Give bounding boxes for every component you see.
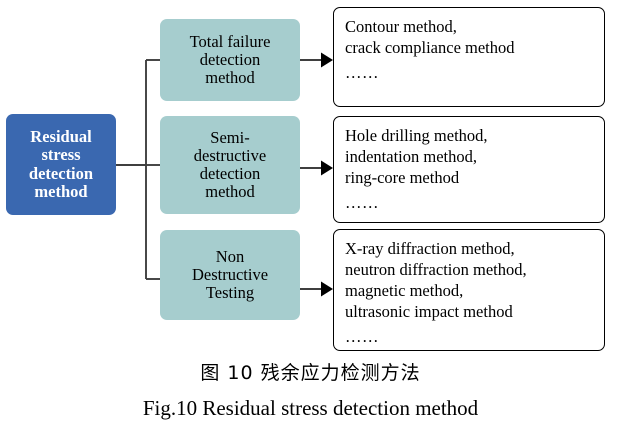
node-detail-non-destructive-methods: X-ray diffraction method, neutron diffra… [333, 229, 605, 351]
node-detail-total-failure-methods: Contour method, crack compliance method … [333, 7, 605, 107]
node-detail-total-failure-methods-text: Contour method, crack compliance method … [345, 17, 515, 83]
node-root-residual-stress-detection-method: Residual stress detection method [6, 114, 116, 215]
figure-caption-english: Fig.10 Residual stress detection method [142, 396, 479, 420]
node-detail-non-destructive-methods-text: X-ray diffraction method, neutron diffra… [345, 239, 527, 347]
arrow-head-1 [321, 52, 333, 68]
node-category-total-failure-label: Total failure detection method [189, 31, 271, 88]
node-root-label: Residual stress detection method [28, 127, 94, 201]
node-category-non-destructive-testing: Non Destructive Testing [160, 230, 300, 320]
node-category-non-destructive-testing-label: Non Destructive Testing [191, 246, 269, 303]
ellipsis-2: …… [345, 193, 379, 213]
ellipsis-3: …… [345, 327, 379, 347]
figure-caption-chinese: 图 10 残余应力检测方法 [200, 362, 421, 384]
node-detail-semi-destructive-methods-text: Hole drilling method, indentation method… [345, 126, 488, 213]
node-category-total-failure: Total failure detection method [160, 19, 300, 101]
arrow-head-3 [321, 281, 333, 297]
node-category-semi-destructive: Semi- destructive detection method [160, 116, 300, 214]
arrow-head-2 [321, 160, 333, 176]
node-category-semi-destructive-label: Semi- destructive detection method [193, 127, 267, 202]
ellipsis-1: …… [345, 63, 379, 83]
node-detail-semi-destructive-methods: Hole drilling method, indentation method… [333, 116, 605, 223]
